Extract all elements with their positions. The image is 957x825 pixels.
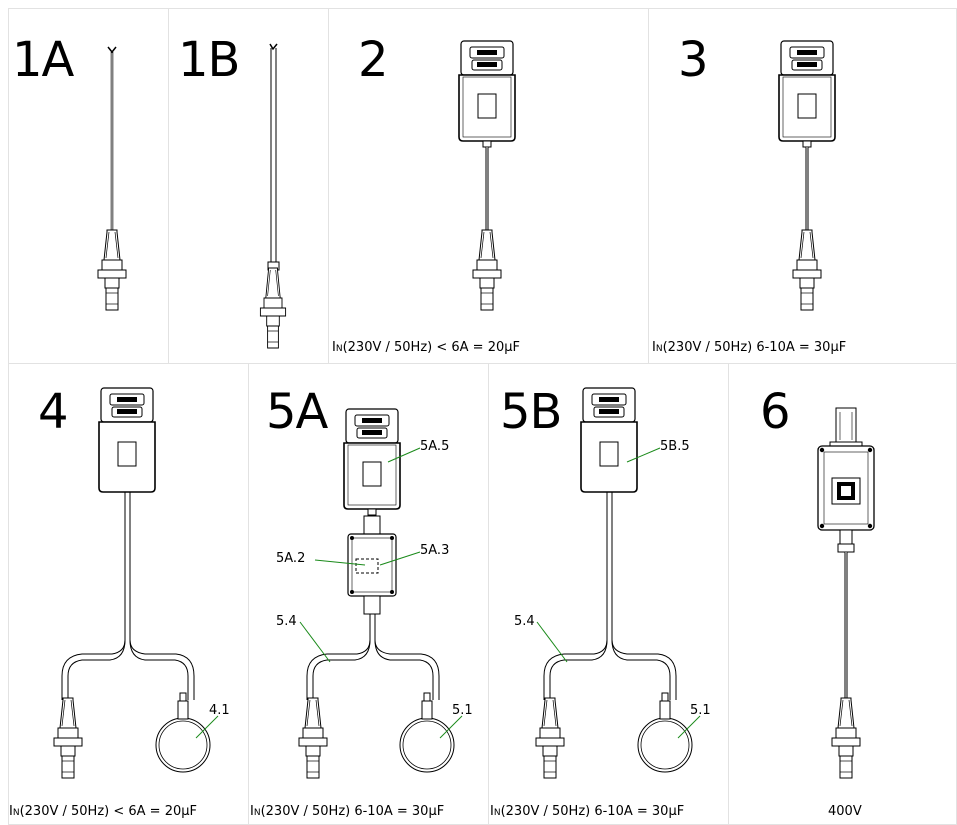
caption-panel-5b: IN(230V / 50Hz) 6-10A = 30µF — [490, 804, 685, 819]
callout-5a-3: 5A.3 — [420, 543, 450, 558]
panel-number-5a: 5A — [266, 384, 328, 440]
callout-5b-5: 5B.5 — [660, 439, 690, 454]
callout-5a-5-4: 5.4 — [276, 614, 297, 629]
caption-panel-5a: IN(230V / 50Hz) 6-10A = 30µF — [250, 804, 445, 819]
panel-number-1b: 1B — [178, 32, 240, 88]
callout-5a-5-1: 5.1 — [452, 703, 473, 718]
caption-panel-3: IN(230V / 50Hz) 6-10A = 30µF — [652, 340, 847, 355]
callout-5b-5-1: 5.1 — [690, 703, 711, 718]
caption-panel-2: IN(230V / 50Hz) < 6A = 20µF — [332, 340, 520, 355]
panel-number-2: 2 — [358, 32, 389, 88]
callout-5a-5: 5A.5 — [420, 439, 450, 454]
panel-number-3: 3 — [678, 32, 709, 88]
panel-number-5b: 5B — [500, 384, 562, 440]
callout-5a-2: 5A.2 — [276, 551, 306, 566]
callout-4-1: 4.1 — [209, 703, 230, 718]
panel-number-6: 6 — [760, 384, 791, 440]
callout-5b-5-4: 5.4 — [514, 614, 535, 629]
caption-panel-6: 400V — [828, 804, 862, 819]
panel-number-1a: 1A — [12, 32, 74, 88]
panel-number-4: 4 — [38, 384, 69, 440]
caption-panel-4: IN(230V / 50Hz) < 6A = 20µF — [9, 804, 197, 819]
